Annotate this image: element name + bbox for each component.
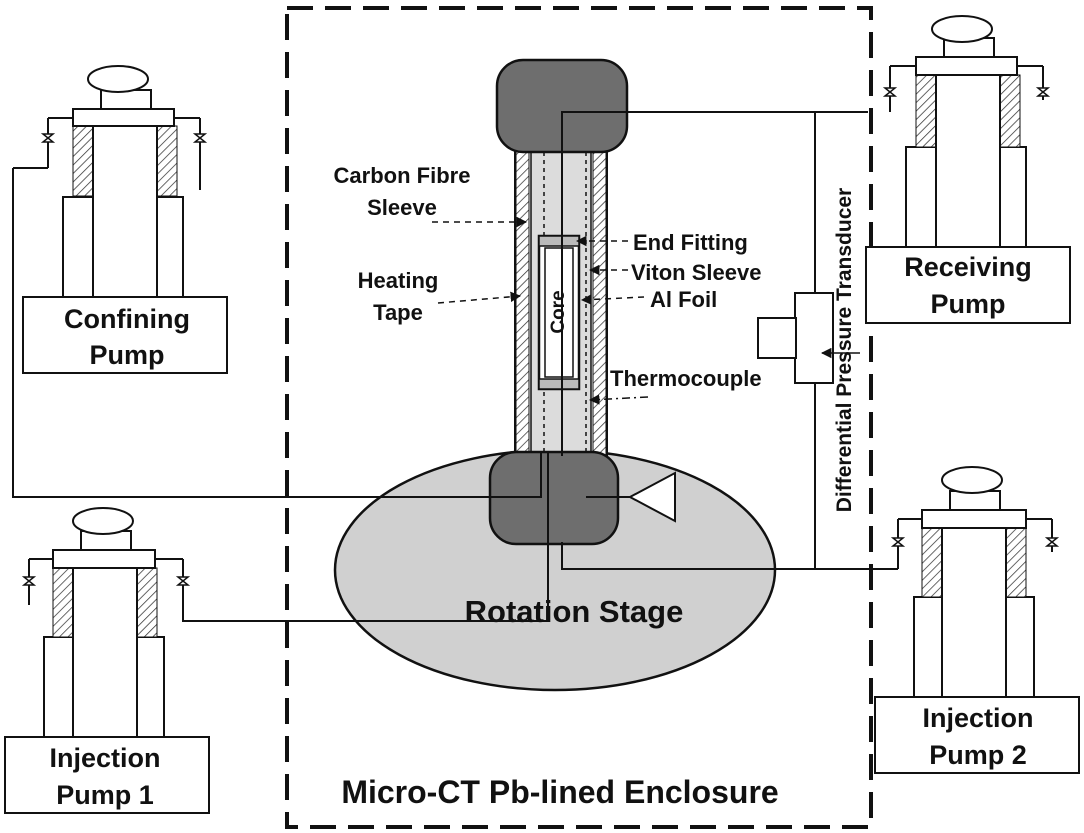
end-fitting-bottom [538, 378, 580, 390]
label-end-fitting: End Fitting [633, 230, 748, 255]
label-carbon-fibre-2: Sleeve [367, 195, 437, 220]
heating-tape-left [515, 149, 530, 459]
end-fitting-top [538, 235, 580, 247]
svg-text:Confining: Confining [64, 304, 190, 334]
valves [21, 87, 1060, 586]
svg-text:Receiving: Receiving [904, 252, 1032, 282]
label-thermocouple: Thermocouple [610, 366, 762, 391]
svg-text:Pump: Pump [89, 340, 164, 370]
receiving-pump: Receiving Pump [865, 15, 1071, 324]
thermocouple-probe [627, 471, 676, 523]
heating-tape-right [592, 149, 607, 459]
enclosure-border [285, 6, 873, 829]
injection-pump-1: Injection Pump 1 [4, 507, 210, 814]
line-top-fitting-to-receiving [561, 111, 868, 456]
label-al-foil: Al Foil [650, 287, 717, 312]
label-heating-2: Tape [373, 300, 423, 325]
line-injection-2 [561, 542, 898, 570]
label-enclosure: Micro-CT Pb-lined Enclosure [341, 774, 778, 810]
dp-transducer-body [794, 292, 834, 384]
label-dp-transducer: Differential Pressure Transducer [833, 188, 856, 512]
core-label: Core [548, 290, 569, 333]
svg-text:Pump: Pump [930, 289, 1005, 319]
label-viton-sleeve: Viton Sleeve [631, 260, 761, 285]
svg-text:Pump 1: Pump 1 [56, 780, 154, 810]
label-carbon-fibre-1: Carbon Fibre [334, 163, 471, 188]
confining-pump: Confining Pump [13, 65, 228, 374]
label-heating-1: Heating [358, 268, 439, 293]
svg-text:Injection: Injection [49, 743, 160, 773]
line-confining [12, 168, 542, 498]
line-injection-1 [182, 452, 549, 622]
injection-pump-2: Injection Pump 2 [874, 466, 1080, 774]
svg-text:Injection: Injection [922, 703, 1033, 733]
svg-text:Pump 2: Pump 2 [929, 740, 1027, 770]
dp-transducer-port [757, 317, 797, 359]
label-rotation-stage: Rotation Stage [465, 594, 684, 629]
core [544, 247, 574, 378]
